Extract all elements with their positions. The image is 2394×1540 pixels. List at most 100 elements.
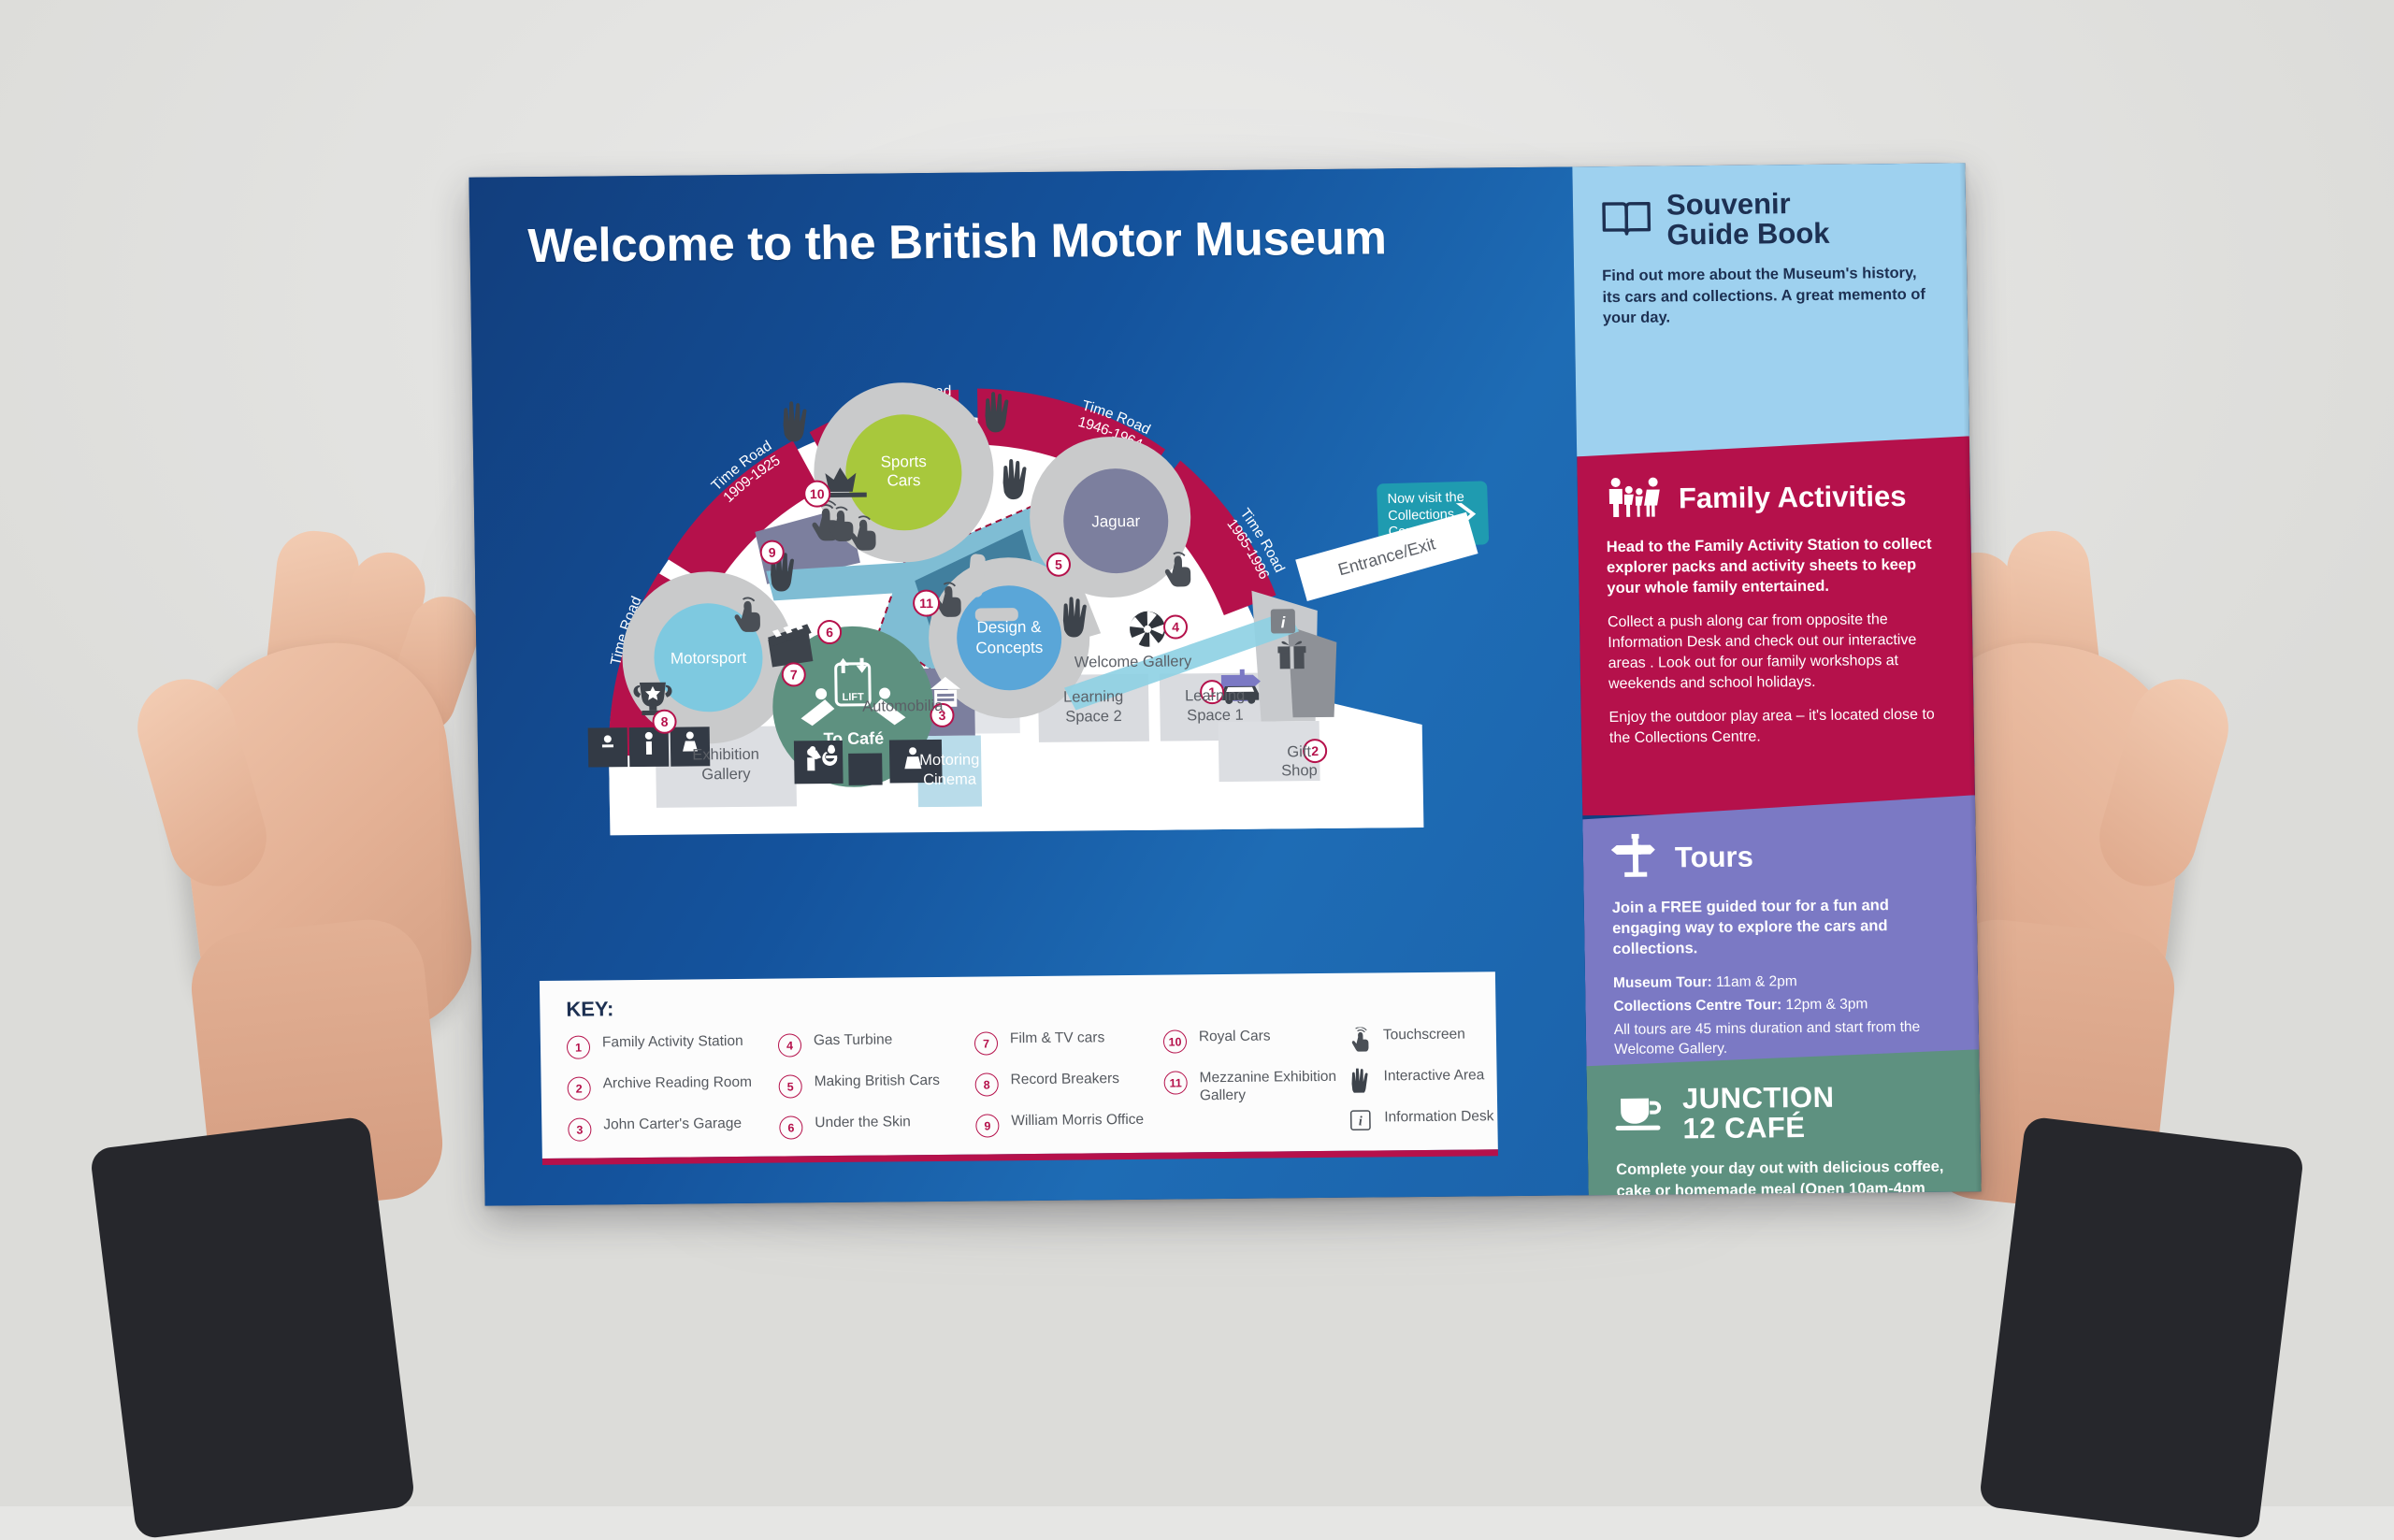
key-label: Interactive Area	[1383, 1067, 1485, 1085]
signpost-icon	[1611, 834, 1661, 884]
key-label: Royal Cars	[1198, 1028, 1271, 1045]
svg-text:9: 9	[769, 545, 776, 560]
svg-text:Gallery: Gallery	[701, 766, 751, 784]
gas-turbine-icon	[1130, 611, 1166, 647]
museum-map-leaflet: Welcome to the British Motor Museum	[469, 163, 1982, 1206]
interactive-hand-icon	[1062, 597, 1087, 638]
museum-tour-label: Museum Tour:	[1612, 973, 1712, 991]
gallery-label-sports-cars: Sports	[880, 453, 926, 470]
svg-text:i: i	[1358, 1114, 1362, 1129]
coffee-cup-icon	[1615, 1092, 1668, 1137]
key-number: 1	[566, 1035, 591, 1059]
key-number: 2	[567, 1076, 591, 1101]
panel-family-activities: Family Activities Head to the Family Act…	[1577, 436, 1975, 815]
panel-tours: Tours Join a FREE guided tour for a fun …	[1582, 795, 1980, 1070]
room-label-gift-shop: Gift	[1287, 743, 1311, 760]
guide-title-line2: Guide Book	[1666, 217, 1830, 252]
svg-text:1: 1	[1208, 684, 1216, 699]
info-sidebar: Souvenir Guide Book Find out more about …	[1572, 163, 1982, 1195]
room-label-learning-space-1: Learning	[1185, 687, 1246, 705]
guide-title-line1: Souvenir	[1666, 187, 1791, 222]
touchscreen-icon	[828, 506, 854, 541]
room-label-exhibition-gallery: Exhibition	[692, 746, 759, 764]
key-legend: KEY: 1 Family Activity Station 2 Archive…	[539, 971, 1498, 1159]
toilet-block-left	[587, 727, 711, 768]
key-number: 7	[973, 1031, 999, 1056]
svg-text:Space 2: Space 2	[1065, 708, 1122, 726]
key-item[interactable]: 10 Royal Cars	[1162, 1028, 1336, 1054]
key-number: 11	[1163, 1071, 1188, 1095]
family-group-icon	[1606, 476, 1665, 523]
touchscreen-icon	[1164, 552, 1191, 587]
family-para-3: Enjoy the outdoor play area – it's locat…	[1608, 706, 1935, 747]
family-activity-car-icon	[1221, 685, 1260, 704]
key-item[interactable]: 11 Mezzanine Exhibition Gallery	[1163, 1069, 1337, 1106]
key-item[interactable]: 9 William Morris Office	[975, 1112, 1153, 1138]
guide-body: Find out more about the Museum's history…	[1602, 265, 1926, 326]
touchscreen-icon	[935, 582, 961, 617]
svg-text:10: 10	[810, 486, 825, 501]
key-number: 10	[1162, 1029, 1188, 1054]
key-item[interactable]: 5 Making British Cars	[778, 1072, 965, 1099]
right-sleeve	[1978, 1115, 2305, 1540]
svg-text:Space 1: Space 1	[1187, 707, 1244, 725]
key-item[interactable]: 2 Archive Reading Room	[567, 1074, 768, 1101]
svg-text:11: 11	[919, 596, 933, 611]
cc-tour-label: Collections Centre Tour:	[1613, 997, 1782, 1015]
panel-junction-12-cafe: JUNCTION 12 CAFÉ Complete your day out w…	[1586, 1049, 1981, 1205]
key-item[interactable]: 8 Record Breakers	[974, 1071, 1152, 1097]
svg-text:8: 8	[661, 714, 669, 729]
svg-text:2: 2	[1311, 743, 1319, 758]
svg-text:Cars: Cars	[887, 471, 920, 489]
panel-souvenir-guide-book: Souvenir Guide Book Find out more about …	[1572, 163, 1970, 457]
record-breakers-icon	[633, 682, 672, 715]
key-label: Record Breakers	[1010, 1071, 1120, 1088]
family-title: Family Activities	[1678, 480, 1907, 515]
left-sleeve	[89, 1115, 416, 1540]
room-label-motoring-cinema: Motoring	[919, 752, 979, 770]
film-tv-cars-icon	[767, 622, 814, 668]
key-label: William Morris Office	[1011, 1111, 1145, 1130]
museum-tour-times: 11am & 2pm	[1711, 972, 1797, 990]
key-item[interactable]: 3 John Carter's Garage	[568, 1115, 769, 1142]
tours-lead: Join a FREE guided tour for a fun and en…	[1611, 897, 1890, 957]
floor-map-svg: Time Road 1896-1908 Time Road 1909-1925 …	[587, 382, 1424, 836]
key-number: 6	[779, 1115, 803, 1140]
svg-text:LIFT: LIFT	[842, 692, 864, 703]
interactive-hand-icon	[771, 551, 795, 592]
key-column-4: 10 Royal Cars 11 Mezzanine Exhibition Ga…	[1162, 1028, 1338, 1123]
gift-shop-map-icon	[1277, 640, 1306, 669]
key-icon-item[interactable]: Interactive Area	[1347, 1067, 1515, 1093]
key-item[interactable]: 4 Gas Turbine	[777, 1031, 965, 1058]
key-icon-item[interactable]: Touchscreen	[1347, 1026, 1515, 1052]
accessible-facilities-icon	[807, 744, 838, 766]
svg-text:6: 6	[826, 625, 833, 640]
open-book-icon	[1601, 198, 1652, 243]
key-item[interactable]: 6 Under the Skin	[779, 1114, 966, 1140]
room-label-learning-space-2: Learning	[1063, 688, 1124, 706]
interactive-hand-icon	[783, 401, 807, 442]
interactive-hand-icon	[985, 392, 1009, 433]
tours-title: Tours	[1674, 840, 1754, 874]
svg-text:i: i	[1280, 613, 1286, 631]
key-column-3: 7 Film & TV cars 8 Record Breakers 9 Wil…	[973, 1029, 1154, 1155]
svg-text:4: 4	[1172, 619, 1179, 634]
key-column-2: 4 Gas Turbine 5 Making British Cars 6 Un…	[777, 1031, 967, 1157]
touchscreen-icon	[734, 597, 760, 632]
cc-tour-times: 12pm & 3pm	[1781, 996, 1868, 1014]
key-label: Information Desk	[1384, 1108, 1494, 1126]
svg-text:Shop: Shop	[1281, 762, 1318, 779]
museum-floor-map: Time Road 1896-1908 Time Road 1909-1925 …	[470, 279, 1584, 943]
key-label: Archive Reading Room	[602, 1073, 753, 1092]
key-number: 8	[974, 1072, 999, 1097]
key-label: Gas Turbine	[813, 1031, 893, 1049]
key-title: KEY:	[566, 997, 614, 1021]
key-item[interactable]: 1 Family Activity Station	[566, 1033, 768, 1059]
key-icon-item[interactable]: i Information Desk	[1348, 1108, 1516, 1131]
key-label: Under the Skin	[815, 1114, 911, 1131]
key-number: 9	[975, 1114, 1000, 1138]
key-number: 4	[777, 1033, 802, 1058]
key-number: 3	[568, 1117, 592, 1142]
svg-text:5: 5	[1055, 557, 1062, 572]
key-item[interactable]: 7 Film & TV cars	[973, 1029, 1152, 1056]
